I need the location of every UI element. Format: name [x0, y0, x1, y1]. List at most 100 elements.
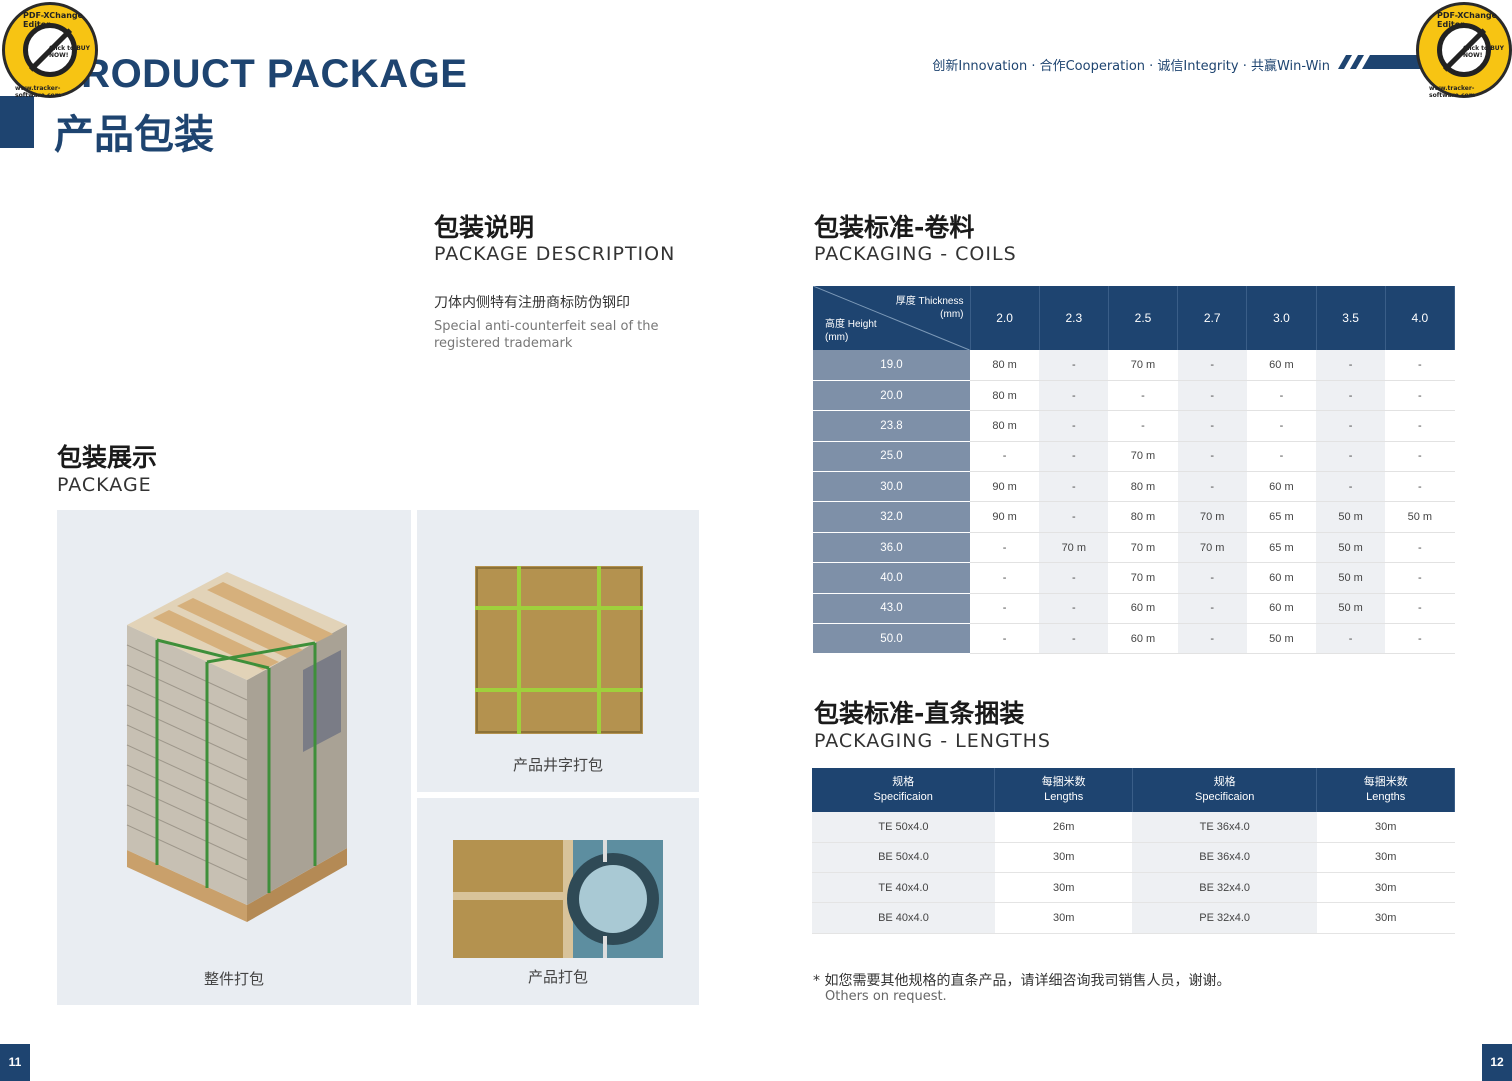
- table-row: 50.0--60 m-50 m--: [813, 623, 1455, 655]
- page-title-en: PRODUCT PACKAGE: [54, 52, 468, 96]
- coil-length-cell: 60 m: [1246, 350, 1317, 381]
- coil-length-cell: -: [1316, 350, 1386, 381]
- slash-decoration-icon: [1338, 55, 1420, 69]
- height-cell: 50.0: [813, 623, 970, 655]
- table-corner-header: 厚度 Thickness (mm) 高度 Height (mm): [813, 286, 971, 350]
- buy-now-badge-left[interactable]: PDF-XChange Editor Click to BUY NOW! www…: [2, 2, 98, 99]
- caption-cross-strap: 产品井字打包: [512, 756, 603, 774]
- thickness-unit: (mm): [940, 309, 964, 320]
- length-cell: 30m: [1316, 812, 1455, 843]
- length-cell: 30m: [1316, 872, 1455, 904]
- badge-text: Click to BUY NOW!: [49, 45, 91, 59]
- product-box-illustration: [453, 840, 663, 958]
- height-cell: 43.0: [813, 593, 970, 625]
- length-cell: 30m: [994, 902, 1133, 934]
- lengths-title-en: PACKAGING - LENGTHS: [814, 730, 1051, 752]
- coil-length-cell: -: [1039, 471, 1109, 503]
- coil-length-cell: 80 m: [1108, 501, 1178, 533]
- coil-length-cell: -: [1108, 380, 1178, 412]
- badge-text: PDF-XChange Editor: [1437, 11, 1498, 29]
- spec-cell: TE 50x4.0: [812, 812, 995, 843]
- coil-length-cell: -: [1039, 410, 1109, 442]
- coil-length-cell: -: [1385, 441, 1455, 473]
- coil-length-cell: -: [1385, 380, 1455, 412]
- product-pack-panel: 产品打包: [417, 798, 699, 1005]
- thickness-header: 2.3: [1039, 286, 1109, 350]
- coil-length-cell: 70 m: [1039, 532, 1109, 564]
- spec-cell: BE 50x4.0: [812, 842, 995, 874]
- coil-length-cell: -: [1177, 350, 1247, 381]
- coil-length-cell: -: [1039, 441, 1109, 473]
- coil-length-cell: 80 m: [970, 380, 1040, 412]
- coil-length-cell: 70 m: [1108, 562, 1178, 594]
- coil-length-cell: -: [1316, 471, 1386, 503]
- height-label: 高度 Height: [825, 319, 877, 330]
- cross-strap-panel: 产品井字打包: [417, 510, 699, 792]
- badge-text: www.tracker-software.com: [1429, 85, 1476, 99]
- thickness-header: 2.7: [1177, 286, 1248, 350]
- height-cell: 40.0: [813, 562, 970, 594]
- coil-length-cell: 80 m: [970, 350, 1040, 381]
- height-cell: 30.0: [813, 471, 970, 503]
- height-unit: (mm): [825, 332, 849, 343]
- spec-cell: BE 40x4.0: [812, 902, 995, 934]
- coil-length-cell: -: [1177, 441, 1247, 473]
- cross-strap-box-illustration: [475, 566, 643, 734]
- coil-length-cell: 70 m: [1108, 350, 1178, 381]
- coil-length-cell: -: [1316, 380, 1386, 412]
- length-cell: 30m: [994, 872, 1133, 904]
- spec-cell: PE 32x4.0: [1132, 902, 1317, 934]
- pallet-panel: 整件打包: [57, 510, 411, 1005]
- coil-length-cell: 50 m: [1316, 532, 1386, 564]
- buy-now-badge-right[interactable]: PDF-XChange Editor Click to BUY NOW! www…: [1416, 2, 1512, 99]
- coil-length-cell: 60 m: [1108, 623, 1178, 655]
- coil-length-cell: -: [1039, 380, 1109, 412]
- description-title-cn: 包装说明: [434, 213, 535, 242]
- coil-length-cell: -: [1177, 410, 1247, 442]
- coil-length-cell: -: [1316, 410, 1386, 442]
- coil-length-cell: 60 m: [1108, 593, 1178, 625]
- coil-length-cell: 80 m: [1108, 471, 1178, 503]
- coil-length-cell: -: [1385, 350, 1455, 381]
- coil-length-cell: 65 m: [1246, 532, 1317, 564]
- coil-length-cell: -: [1385, 593, 1455, 625]
- diagonal-divider: [813, 286, 969, 350]
- coil-length-cell: 50 m: [1246, 623, 1317, 655]
- no-entry-icon: [1437, 23, 1491, 77]
- badge-text: www.tracker-software.com: [15, 85, 62, 99]
- slogan: 创新Innovation · 合作Cooperation · 诚信Integri…: [932, 59, 1330, 74]
- page-number-left: 11: [0, 1044, 30, 1081]
- page-number-right: 12: [1482, 1044, 1512, 1081]
- thickness-header: 3.0: [1246, 286, 1317, 350]
- coil-length-cell: -: [970, 562, 1040, 594]
- coil-length-cell: 70 m: [1177, 501, 1247, 533]
- badge-text: Click to BUY NOW!: [1463, 45, 1505, 59]
- thickness-header: 4.0: [1385, 286, 1456, 350]
- coil-length-cell: 60 m: [1246, 562, 1317, 594]
- coils-title-en: PACKAGING - COILS: [814, 243, 1017, 265]
- thickness-label: 厚度 Thickness: [895, 296, 964, 307]
- coil-length-cell: 50 m: [1316, 593, 1386, 625]
- coil-length-cell: -: [1177, 593, 1247, 625]
- table-row: 25.0--70 m----: [813, 441, 1455, 473]
- coil-length-cell: -: [1177, 471, 1247, 503]
- caption-product-pack: 产品打包: [527, 968, 588, 986]
- coil-length-cell: 90 m: [970, 501, 1040, 533]
- footnote-cn: * 如您需要其他规格的直条产品，请详细咨询我司销售人员，谢谢。: [813, 973, 1231, 989]
- coil-length-cell: -: [1039, 501, 1109, 533]
- coil-length-cell: 70 m: [1108, 532, 1178, 564]
- badge-text: PDF-XChange Editor: [23, 11, 84, 29]
- coil-length-cell: 50 m: [1316, 562, 1386, 594]
